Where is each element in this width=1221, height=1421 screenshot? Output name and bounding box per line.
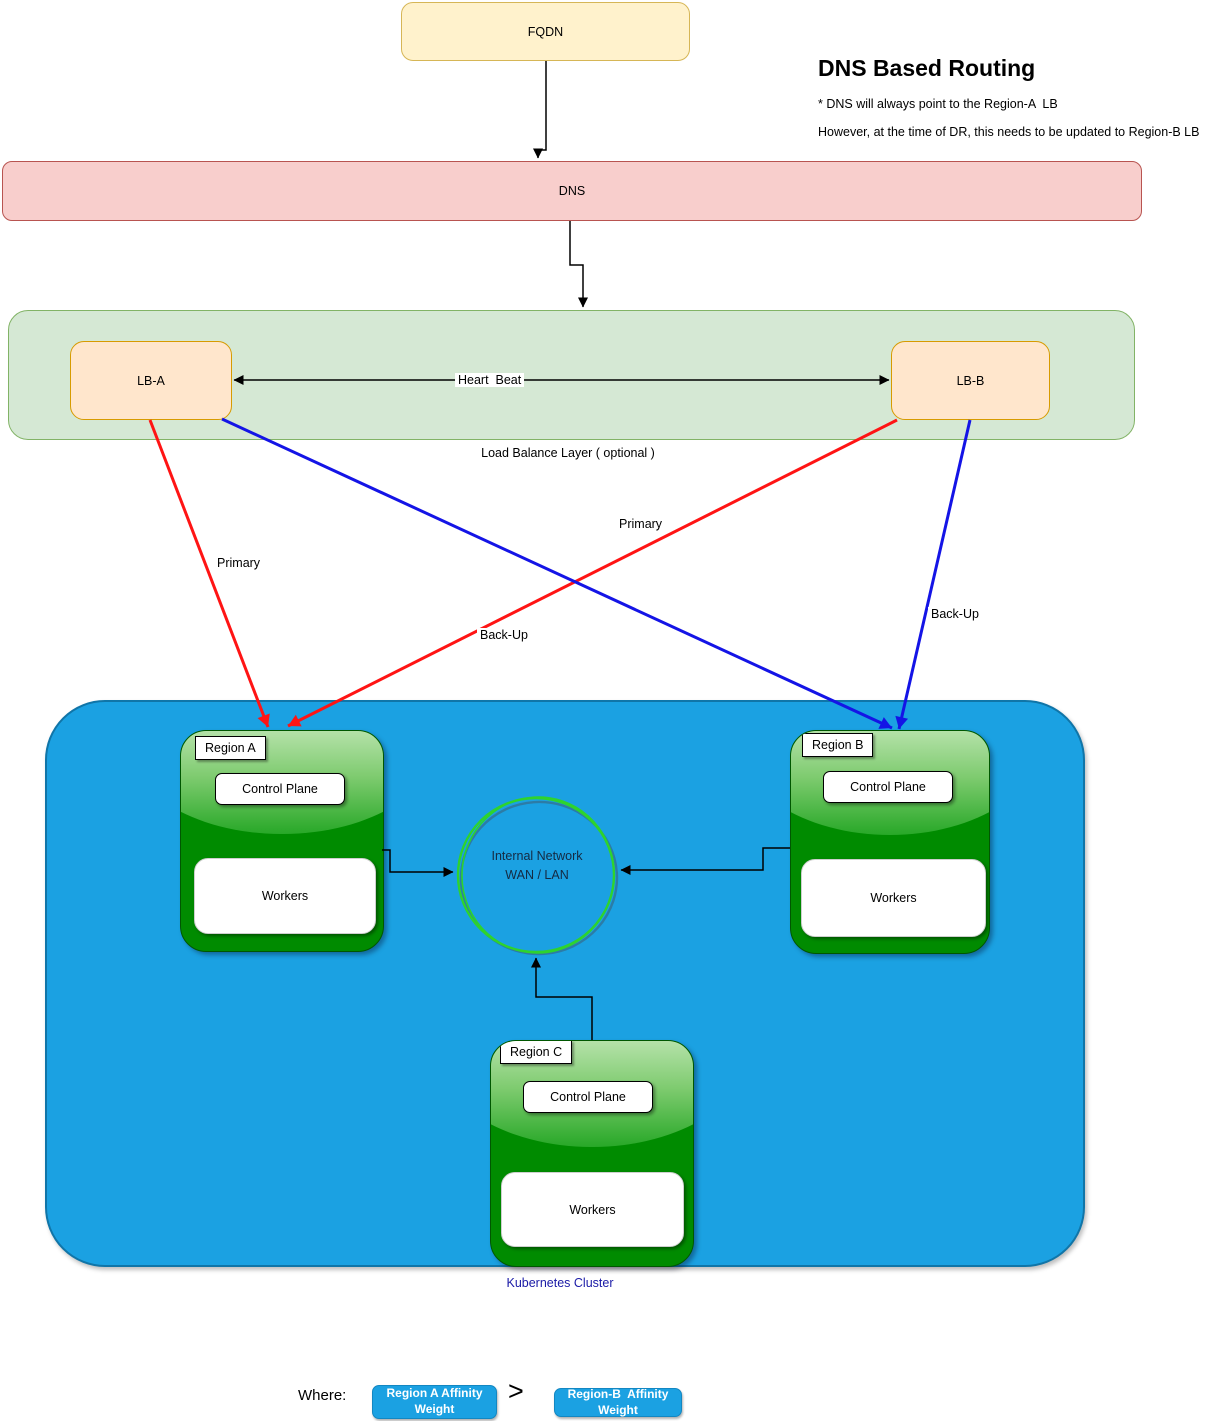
region-c-node: Region C Control Plane Workers [490, 1040, 694, 1267]
internal-network-label: Internal Network WAN / LAN [462, 847, 612, 886]
legend-where-label: Where: [298, 1387, 347, 1404]
region-b-weight-line2: Weight [598, 1402, 638, 1417]
edge-label-primary-b: Primary [616, 517, 666, 531]
region-c-workers: Workers [501, 1172, 684, 1247]
edge-label-backup-a: Back-Up [477, 628, 531, 642]
region-a-workers: Workers [194, 858, 376, 934]
region-a-node: Region A Control Plane Workers [180, 730, 384, 952]
region-b-control-plane: Control Plane [823, 771, 953, 803]
lbb-backup-arrow [895, 419, 972, 730]
region-b-workers: Workers [801, 859, 986, 937]
region-c-control-plane: Control Plane [523, 1081, 653, 1113]
lbb-primary-arrow [287, 418, 898, 728]
lb-layer-caption: Load Balance Layer ( optional ) [481, 446, 655, 460]
lba-backup-arrow [221, 417, 893, 730]
edge-label-primary-a: Primary [214, 556, 264, 570]
region-a-tag: Region A [195, 736, 266, 760]
dns-label: DNS [558, 184, 586, 198]
region-c-tag: Region C [500, 1041, 573, 1064]
internal-network-line2: WAN / LAN [505, 868, 569, 883]
greater-than-operator: > [508, 1376, 524, 1406]
lb-a-node: LB-A [70, 341, 232, 420]
lba-primary-arrow [148, 419, 270, 728]
region-b-weight-line1: Region-B Affinity [567, 1386, 669, 1401]
note-line-1: * DNS will always point to the Region-A … [818, 97, 1058, 111]
lb-b-node: LB-B [891, 341, 1050, 420]
fqdn-node: FQDN [401, 2, 690, 61]
region-a-control-plane: Control Plane [215, 773, 345, 805]
dns-lb-connector [569, 221, 588, 308]
region-a-weight-line2: Weight [414, 1402, 455, 1416]
fqdn-dns-connector [533, 61, 547, 159]
heartbeat-label: Heart Beat [455, 373, 525, 387]
region-b-tag: Region B [802, 733, 874, 757]
dns-node: DNS [2, 161, 1142, 221]
region-a-weight-badge: Region A Affinity Weight [372, 1385, 497, 1419]
region-b-node: Region B Control Plane Workers [790, 730, 990, 954]
region-a-weight-line1: Region A Affinity [386, 1386, 483, 1401]
note-line-2: However, at the time of DR, this needs t… [818, 125, 1200, 139]
kubernetes-cluster-caption: Kubernetes Cluster [506, 1276, 614, 1290]
region-b-weight-badge: Region-B Affinity Weight [554, 1386, 682, 1417]
internal-network-line1: Internal Network [491, 849, 583, 863]
edge-label-backup-b: Back-Up [928, 607, 982, 621]
diagram-title: DNS Based Routing [818, 55, 1036, 81]
fqdn-label: FQDN [527, 24, 564, 39]
lb-a-label: LB-A [137, 373, 165, 388]
lb-b-label: LB-B [956, 373, 985, 388]
